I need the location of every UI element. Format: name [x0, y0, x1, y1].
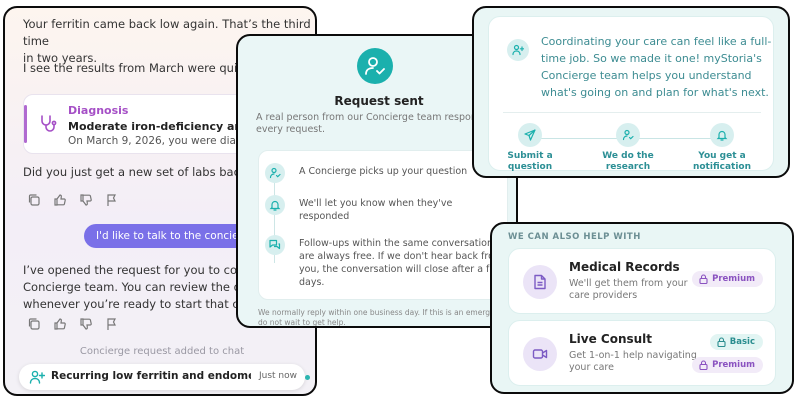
step-label: You get a notification — [692, 151, 752, 172]
assistant-message: Your ferritin came back low again. That’… — [23, 16, 315, 67]
service-title: Medical Records — [569, 260, 680, 274]
bell-icon — [710, 123, 734, 147]
request-subtitle: A real person from our Concierge team re… — [256, 112, 501, 135]
person-check-badge-icon — [357, 48, 393, 84]
person-check-icon — [616, 123, 640, 147]
message-actions — [27, 316, 119, 330]
concierge-intro-card: Coordinating your care can feel like a f… — [485, 16, 774, 173]
message-line: Concierge team. You can review the detai… — [23, 280, 272, 294]
basic-badge: Basic — [709, 334, 763, 350]
also-help-panel: WE CAN ALSO HELP WITH Medical Records We… — [490, 222, 794, 394]
premium-badge: Premium — [692, 271, 763, 287]
step-label: We do the research — [602, 151, 654, 172]
thumbs-up-icon[interactable] — [53, 316, 67, 330]
video-icon — [523, 337, 557, 371]
request-steps-list: A Concierge picks up your question We'll… — [258, 150, 508, 300]
badge-label: Premium — [712, 360, 755, 370]
thumbs-up-icon[interactable] — [53, 192, 67, 206]
steps-connector — [274, 173, 275, 263]
bell-icon — [265, 195, 285, 215]
message-line: in two years. — [23, 51, 98, 65]
document-icon — [523, 265, 557, 299]
step-text: We'll let you know when they've responde… — [299, 198, 453, 222]
assistant-message: Did you just get a new set of labs back … — [23, 165, 290, 179]
request-timestamp: Just now — [259, 371, 298, 381]
step-submit: Submit a question — [485, 123, 575, 173]
flag-icon[interactable] — [105, 192, 119, 206]
send-icon — [518, 123, 542, 147]
stethoscope-icon — [38, 113, 58, 133]
concierge-request-pill[interactable]: Recurring low ferritin and endometriosis… — [19, 364, 310, 390]
chat-bubbles-icon — [265, 235, 285, 255]
step-text: A Concierge picks up your question — [299, 166, 468, 177]
diagnosis-date: On March 9, 2026, you were diagnosed — [68, 135, 275, 147]
badge-label: Basic — [729, 337, 755, 347]
service-live-consult[interactable]: Live Consult Get 1-on-1 help navigating … — [508, 320, 776, 386]
flag-icon[interactable] — [105, 316, 119, 330]
service-title: Live Consult — [569, 332, 653, 346]
thumbs-down-icon[interactable] — [79, 316, 93, 330]
step-text: Follow-ups within the same conversation … — [299, 238, 504, 288]
diagnosis-accent — [24, 105, 27, 143]
thumbs-down-icon[interactable] — [79, 192, 93, 206]
concierge-intro-text: Coordinating your care can feel like a f… — [541, 35, 772, 99]
section-title: WE CAN ALSO HELP WITH — [508, 232, 641, 242]
status-dot — [305, 375, 310, 380]
step-label: Submit a question — [507, 151, 553, 172]
message-line: I’ve opened the request for you to conne… — [23, 263, 298, 277]
divider — [503, 112, 761, 113]
diagnosis-name: Moderate iron-deficiency anemia — [68, 120, 273, 133]
assistant-reply: I’ve opened the request for you to conne… — [23, 262, 307, 313]
message-line: whenever you’re ready to start that conv… — [23, 297, 307, 311]
premium-badge: Premium — [692, 357, 763, 373]
person-add-icon — [29, 369, 46, 385]
copy-icon[interactable] — [27, 316, 41, 330]
service-medical-records[interactable]: Medical Records We'll get them from your… — [508, 248, 776, 314]
copy-icon[interactable] — [27, 192, 41, 206]
system-note: Concierge request added to chat — [79, 346, 245, 357]
request-title: Request sent — [334, 94, 424, 108]
step-notification: You get a notification — [677, 123, 767, 173]
step-research: We do the research — [583, 123, 673, 173]
person-add-icon — [507, 39, 529, 61]
request-title: Recurring low ferritin and endometriosis — [51, 370, 251, 382]
message-line: Your ferritin came back low again. That’… — [23, 17, 311, 48]
service-description: Get 1-on-1 help navigating your care — [569, 350, 697, 373]
message-actions — [27, 192, 119, 206]
assistant-message: I see the results from March were quite … — [23, 61, 273, 75]
diagnosis-label: Diagnosis — [68, 104, 129, 117]
concierge-intro-panel: Coordinating your care can feel like a f… — [472, 6, 790, 178]
request-sent-panel: Request sent A real person from our Conc… — [236, 34, 518, 328]
person-check-icon — [265, 163, 285, 183]
service-description: We'll get them from your care providers — [569, 278, 688, 301]
badge-label: Premium — [712, 274, 755, 284]
request-footer: We normally reply within one business da… — [258, 308, 511, 327]
